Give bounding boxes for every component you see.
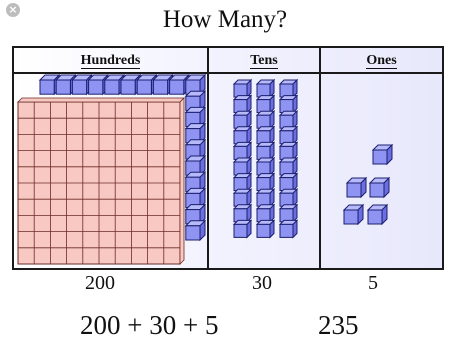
hundred-back-side-cube bbox=[184, 89, 207, 112]
ten-rod-cube bbox=[232, 156, 253, 177]
ten-rod-cube bbox=[232, 187, 253, 208]
ones-header: Ones bbox=[366, 53, 397, 69]
ten-rod-cube bbox=[255, 156, 276, 177]
ten-rod-cube bbox=[255, 109, 276, 130]
ten-rod-cube bbox=[232, 172, 253, 192]
ten-rod-cube bbox=[255, 219, 276, 239]
ten-rod-cube bbox=[232, 125, 253, 146]
ten-rod-cube bbox=[278, 125, 299, 146]
tens-header: Tens bbox=[250, 53, 278, 69]
ten-rod-cube bbox=[278, 187, 299, 208]
ten-rod-cube bbox=[232, 219, 253, 239]
ten-rod-cube bbox=[255, 187, 276, 208]
column-divider-tens-ones bbox=[319, 48, 321, 268]
hundred-back-top-cube bbox=[184, 73, 207, 96]
hundred-back-side-cube bbox=[184, 122, 207, 145]
one-cube bbox=[371, 143, 394, 166]
ten-rod-cube bbox=[278, 94, 299, 114]
header-rule bbox=[14, 72, 442, 74]
ten-rod-cube bbox=[278, 141, 299, 161]
one-cube bbox=[342, 203, 365, 226]
ten-rod-cube bbox=[278, 219, 299, 239]
hundreds-count: 200 bbox=[85, 272, 115, 294]
ten-rod-cube bbox=[232, 141, 253, 161]
ten-rod-cube bbox=[255, 172, 276, 192]
hundred-back-top-cube bbox=[38, 73, 61, 96]
ten-rod-cube bbox=[255, 141, 276, 161]
hundred-back-side-cube bbox=[184, 203, 207, 226]
hundred-back-side-cube bbox=[184, 138, 207, 161]
hundred-back-side-cube bbox=[184, 106, 207, 128]
ten-rod-cube bbox=[232, 203, 253, 224]
equation-expression: 200 + 30 + 5 bbox=[80, 310, 219, 340]
close-icon[interactable]: × bbox=[6, 3, 20, 17]
hundred-back-side-cube bbox=[184, 170, 207, 193]
ones-count: 5 bbox=[368, 272, 378, 294]
one-cube bbox=[366, 203, 389, 226]
ten-rod-cube bbox=[278, 109, 299, 130]
ten-rod bbox=[232, 78, 253, 239]
hundred-back-side-cube bbox=[184, 219, 207, 242]
ten-rod-cube bbox=[255, 125, 276, 146]
ten-rod-cube bbox=[255, 203, 276, 224]
one-cube bbox=[368, 176, 391, 199]
hundred-flat bbox=[17, 97, 185, 265]
ten-rod-cube bbox=[278, 203, 299, 224]
ten-rod-cube bbox=[255, 78, 276, 99]
ten-rod-cube bbox=[232, 109, 253, 130]
tens-count: 30 bbox=[252, 272, 272, 294]
column-divider-hundreds-tens bbox=[207, 48, 209, 268]
hundred-back-side-cube bbox=[184, 187, 207, 209]
ten-rod-cube bbox=[255, 94, 276, 114]
hundreds-header: Hundreds bbox=[80, 53, 141, 69]
hundred-back-top-cube bbox=[119, 73, 142, 96]
page-title: How Many? bbox=[162, 6, 288, 33]
one-cube bbox=[345, 176, 368, 199]
ten-rod-cube bbox=[232, 78, 253, 99]
ten-rod-cube bbox=[278, 172, 299, 192]
ten-rod-cube bbox=[232, 94, 253, 114]
hundreds-blocks bbox=[17, 73, 207, 265]
ten-rod-cube bbox=[278, 156, 299, 177]
ones-cubes bbox=[342, 143, 394, 226]
ten-rod bbox=[255, 78, 276, 239]
equation-result: 235 bbox=[318, 310, 359, 340]
hundred-back-side-cube bbox=[184, 154, 207, 177]
ten-rod-cube bbox=[278, 78, 299, 99]
ten-rod bbox=[278, 78, 299, 239]
tens-rods bbox=[232, 78, 299, 239]
